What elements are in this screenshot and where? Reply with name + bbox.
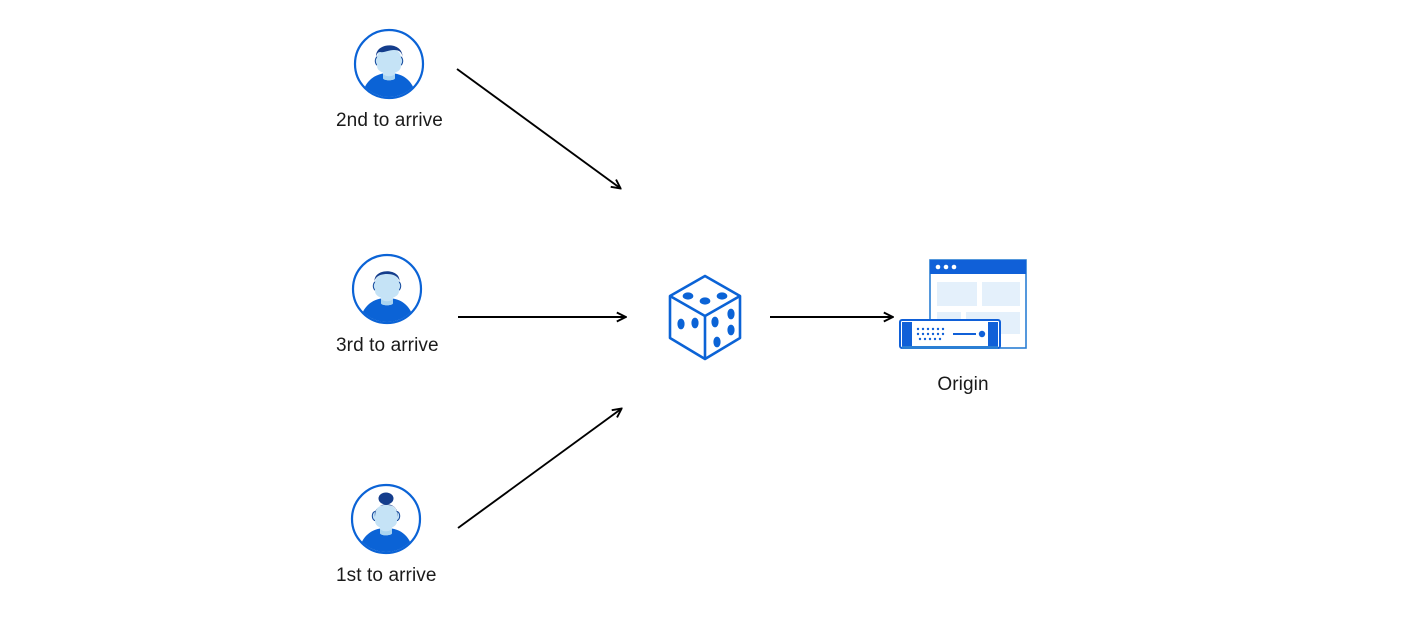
arrow-top-client-to-dice [456,68,620,188]
node-label-client-top: 2nd to arrive [336,110,443,131]
origin-server-browser-icon [898,258,1028,364]
user-avatar-female-bun-icon [350,483,422,555]
node-origin[interactable]: Origin [898,258,1028,396]
user-avatar-male-icon [351,253,423,325]
arrow-bottom-client-to-dice [457,409,621,529]
node-client-bottom[interactable]: 1st to arrive [336,483,437,587]
node-label-origin: Origin [937,374,989,395]
node-label-client-bottom: 1st to arrive [336,565,437,586]
user-avatar-male-short-hair-icon [353,28,425,100]
node-label-client-middle: 3rd to arrive [336,335,439,356]
dice-cube-icon [660,270,750,366]
node-client-middle[interactable]: 3rd to arrive [336,253,439,357]
node-client-top[interactable]: 2nd to arrive [336,28,443,132]
node-randomizer[interactable] [660,270,750,366]
